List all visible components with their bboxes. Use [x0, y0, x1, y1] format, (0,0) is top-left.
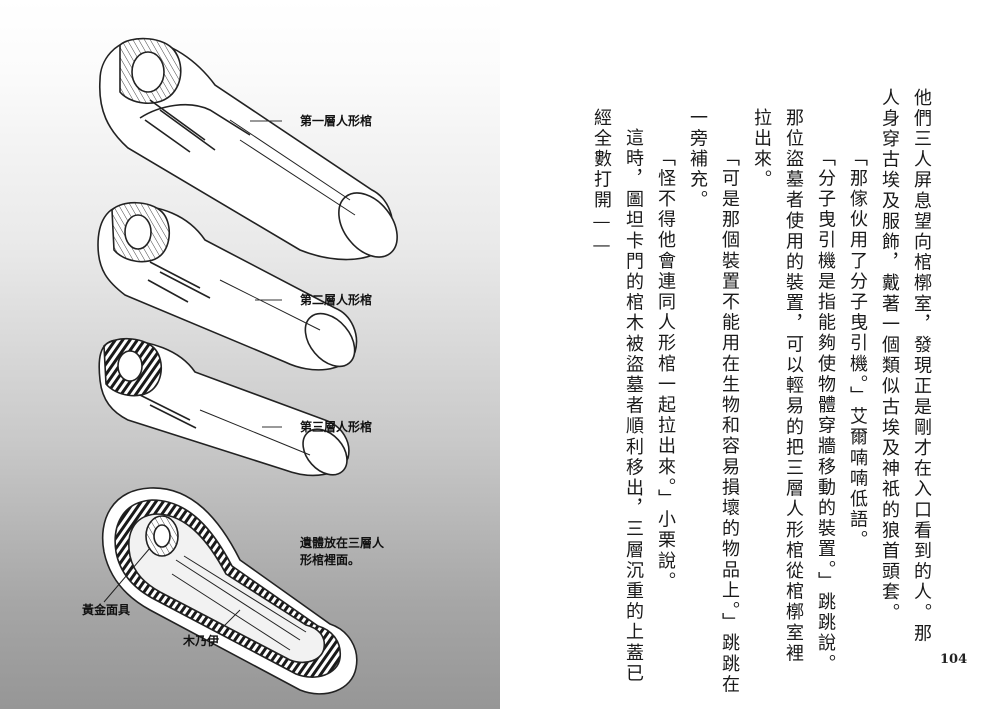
third-coffin: [98, 337, 350, 477]
label-mummy: 木乃伊: [183, 634, 220, 648]
label-third-coffin: 第三層人形棺: [300, 420, 373, 434]
label-golden-mask: 黃金面具: [82, 603, 131, 617]
label-body-inside: 遺體放在三層人形棺裡面。: [300, 536, 385, 567]
text-column-2: 人身穿古埃及服飾，戴著一個類似古埃及神祇的狼首頭套。: [879, 88, 900, 624]
label-second-coffin: 第二層人形棺: [300, 293, 373, 307]
text-column-10: 這時，圖坦卡門的棺木被盜墓者順利移出，三層沉重的上蓋已: [623, 128, 644, 685]
first-coffin: [98, 37, 398, 261]
text-column-11: 經全數打開——: [591, 108, 612, 259]
text-column-6: 拉出來。: [751, 108, 772, 191]
text-page: 他們三人屏息望向棺槨室，發現正是剛才在入口看到的人。那 人身穿古埃及服飾，戴著一…: [500, 0, 1000, 709]
text-column-7: 「可是那個裝置不能用在生物和容易損壞的物品上。」跳跳在: [719, 148, 740, 696]
page-number: 104: [940, 652, 968, 667]
second-coffin: [97, 201, 358, 371]
label-first-coffin: 第一層人形棺: [300, 114, 373, 128]
text-column-3: 「那傢伙用了分子曳引機。」艾爾喃喃低語。: [847, 148, 868, 551]
text-column-9: 「怪不得他會連同人形棺一起拉出來。」小栗說。: [655, 148, 676, 593]
coffin-illustration: [97, 37, 398, 695]
text-column-4: 「分子曳引機是指能夠使物體穿牆移動的裝置。」跳跳說。: [815, 148, 836, 675]
text-column-8: 一旁補充。: [687, 108, 708, 211]
open-coffin-with-mummy: [101, 487, 358, 695]
text-column-5: 那位盜墓者使用的裝置，可以輕易的把三層人形棺從棺槨室裡: [783, 108, 804, 665]
illustration-page: 第一層人形棺 第二層人形棺 第三層人形棺 遺體放在三層人形棺裡面。 黃金面具 木…: [0, 0, 500, 709]
text-column-1: 他們三人屏息望向棺槨室，發現正是剛才在入口看到的人。那: [911, 88, 932, 645]
